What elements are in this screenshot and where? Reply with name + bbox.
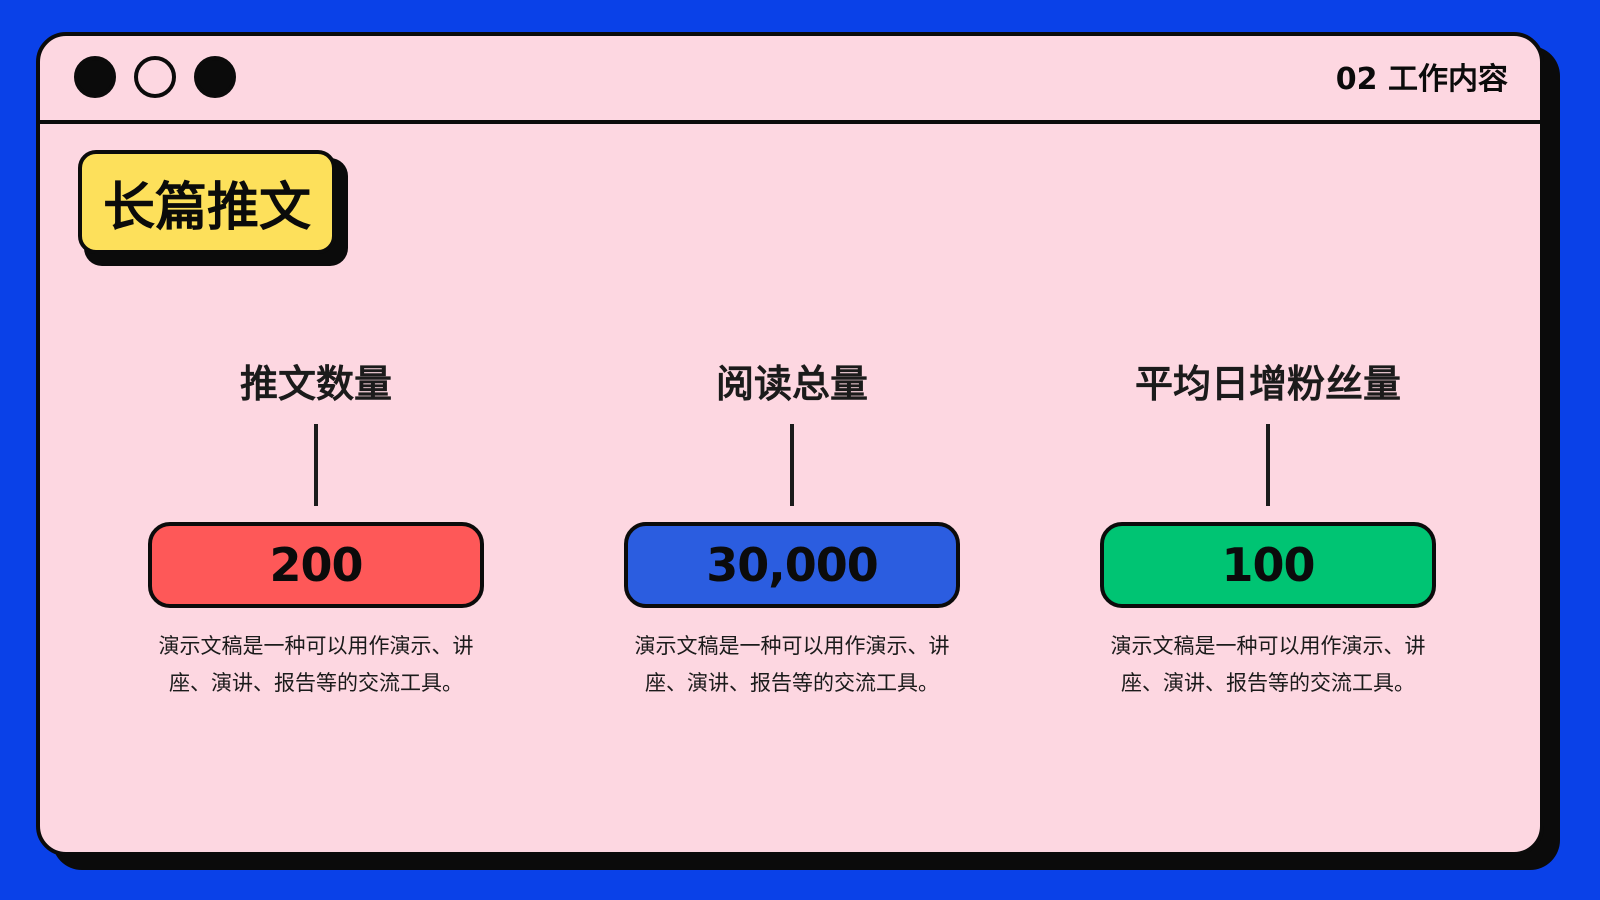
section-label: 02 工作内容: [1335, 62, 1508, 97]
stat-card-posts: 推文数量 200 演示文稿是一种可以用作演示、讲座、演讲、报告等的交流工具。: [148, 356, 484, 702]
stat-card-followers: 平均日增粉丝量 100 演示文稿是一种可以用作演示、讲座、演讲、报告等的交流工具…: [1100, 356, 1436, 702]
section-tag: 长篇推文: [78, 150, 336, 254]
connector-line: [1266, 424, 1270, 506]
stat-title: 平均日增粉丝量: [1134, 362, 1401, 406]
connector-line: [314, 424, 318, 506]
stat-description: 演示文稿是一种可以用作演示、讲座、演讲、报告等的交流工具。: [634, 634, 950, 695]
stat-card-reads: 阅读总量 30,000 演示文稿是一种可以用作演示、讲座、演讲、报告等的交流工具…: [624, 356, 960, 702]
slide-window: 02 工作内容 长篇推文 推文数量 200 演示文稿是一种可以用作演示、讲座、演…: [36, 32, 1544, 856]
stat-description: 演示文稿是一种可以用作演示、讲座、演讲、报告等的交流工具。: [158, 634, 474, 695]
window-dot-3-icon[interactable]: [194, 56, 236, 98]
stat-value-badge: 200: [148, 522, 484, 608]
stat-value-badge: 30,000: [624, 522, 960, 608]
stat-description: 演示文稿是一种可以用作演示、讲座、演讲、报告等的交流工具。: [1110, 634, 1426, 695]
stat-value-badge: 100: [1100, 522, 1436, 608]
stat-title: 阅读总量: [715, 362, 868, 406]
window-titlebar: 02 工作内容: [40, 36, 1540, 124]
connector-line: [790, 424, 794, 506]
window-dot-1-icon[interactable]: [74, 56, 116, 98]
stat-title: 推文数量: [239, 362, 392, 406]
window-dot-2-icon[interactable]: [134, 56, 176, 98]
